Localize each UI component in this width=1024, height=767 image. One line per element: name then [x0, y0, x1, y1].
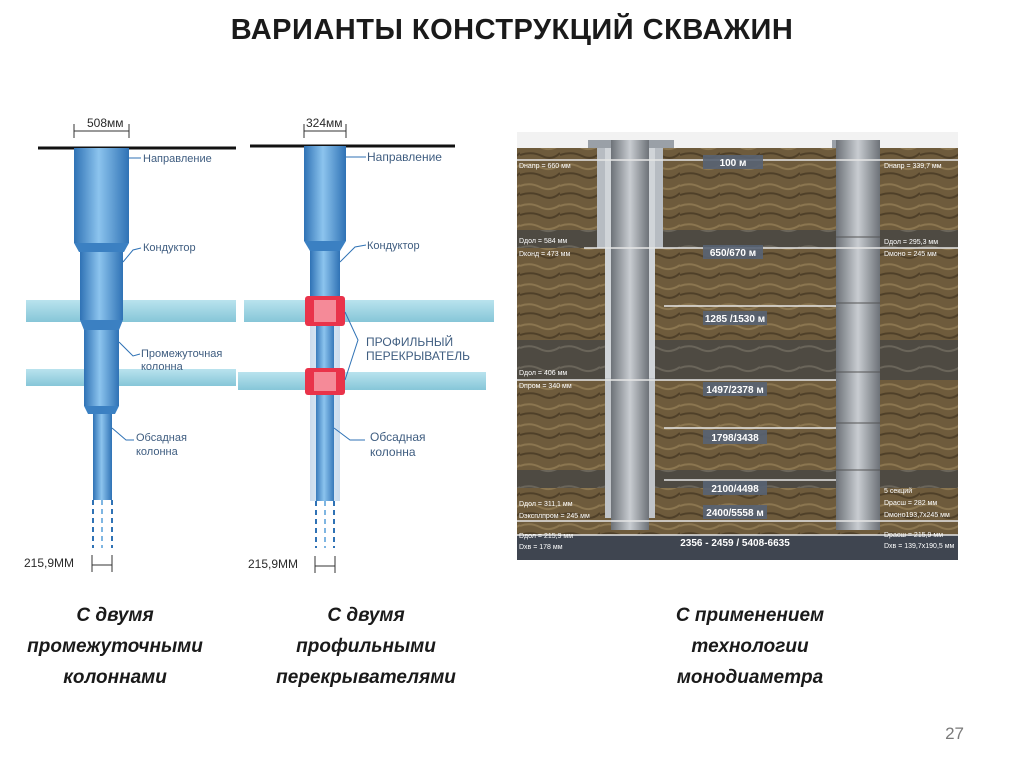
depth-label: 2356 - 2459 / 5408-6635 [680, 538, 790, 549]
top-diameter-label: 508мм [87, 116, 124, 130]
diagram-monodiameter: 100 м 650/670 м 1285 /1530 м 1497/2378 м… [517, 132, 958, 560]
spec-label: 5 секций [884, 487, 912, 495]
slide-title: ВАРИАНТЫ КОНСТРУКЦИЙ СКВАЖИН [230, 14, 794, 46]
label-conductor: Кондуктор [367, 240, 420, 252]
label-casing-1: Обсадная [370, 430, 426, 444]
label-conductor: Кондуктор [143, 242, 196, 254]
spec-label: Dнапр = 339,7 мм [884, 163, 942, 170]
spec-label: Dдол = 295,3 мм [884, 239, 938, 246]
spec-label: Dхв = 139,7х190,5 мм [884, 543, 955, 550]
label-direction: Направление [367, 150, 442, 164]
depth-label: 1798/3438 [711, 433, 759, 444]
direction-pipe [74, 148, 129, 243]
spec-label: Dэксплпром = 245 мм [519, 513, 590, 520]
label-intermediate-2: колонна [141, 361, 184, 373]
intermediate-pipe [84, 330, 119, 406]
spec-label: Dдол = 215,9 мм [519, 533, 573, 540]
label-casing-1: Обсадная [136, 432, 187, 444]
caption-line: монодиаметра [676, 667, 824, 688]
label-casing-2: колонна [370, 445, 416, 459]
caption-line: перекрывателями [276, 667, 456, 688]
label-profile-2: ПЕРЕКРЫВАТЕЛЬ [366, 349, 470, 363]
casing-pipe [93, 414, 112, 500]
spec-label: Dпром = 340 мм [519, 383, 572, 390]
caption-line: С применением [675, 605, 825, 626]
spec-label: Dдол = 584 мм [519, 238, 567, 245]
caption-line: С двумя [327, 605, 405, 626]
diagram-two-profile-packers: 324мм 215,9ММ Направление Кондуктор ПРОФ… [238, 116, 494, 573]
spec-label: Dрасш = 215,9 мм [884, 532, 943, 539]
depth-label: 2400/5558 м [706, 508, 763, 519]
bottom-diameter-label: 215,9ММ [24, 556, 74, 570]
conductor-pipe [80, 252, 123, 320]
caption-right: С применением технологии монодиаметра [630, 600, 870, 693]
direction-pipe [304, 146, 346, 241]
label-direction: Направление [143, 153, 212, 165]
left-well-specs: Dнапр = 660 мм Dдол = 584 мм Dконд = 473… [519, 163, 590, 551]
diagram-two-intermediate-columns: 508мм 215,9ММ Направление Кондуктор Пром… [24, 116, 236, 572]
rock-layer [26, 369, 236, 386]
label-intermediate-1: Промежуточная [141, 348, 222, 360]
spec-label: Dдол = 311,1 мм [519, 501, 573, 508]
caption-line: колоннами [63, 667, 167, 688]
depth-label: 100 м [720, 158, 747, 169]
spec-label: Dрасш = 282 мм [884, 500, 937, 507]
rock-layer [238, 372, 486, 390]
top-diameter-label: 324мм [306, 116, 343, 130]
caption-line: технологии [691, 636, 809, 657]
label-profile-1: ПРОФИЛЬНЫЙ [366, 334, 453, 349]
conductor-casing [597, 148, 605, 248]
rock-layer [26, 300, 236, 322]
depth-label: 2100/4498 [711, 484, 759, 495]
spec-label: Dхв = 178 мм [519, 544, 563, 551]
spec-label: Dдол = 406 мм [519, 370, 567, 377]
spec-label: Dконд = 473 мм [519, 251, 570, 258]
depth-label: 1497/2378 м [706, 385, 763, 396]
label-casing-2: колонна [136, 446, 179, 458]
caption-middle: С двумя профильными перекрывателями [248, 600, 484, 693]
caption-line: С двумя [76, 605, 154, 626]
caption-left: С двумя промежуточными колоннами [0, 600, 230, 693]
caption-line: промежуточными [27, 636, 203, 657]
spec-label: Dнапр = 660 мм [519, 163, 571, 170]
depth-label: 1285 /1530 м [705, 314, 765, 325]
right-well-pipe [836, 140, 880, 530]
page-number: 27 [945, 724, 964, 743]
depth-label: 650/670 м [710, 248, 756, 259]
spec-label: Dмоно193,7х245 мм [884, 512, 950, 519]
rock-layer [244, 300, 494, 322]
bottom-diameter-label: 215,9ММ [248, 557, 298, 571]
left-well-pipe [611, 140, 649, 530]
caption-line: профильными [296, 636, 436, 657]
right-well-specs: Dнапр = 339,7 мм Dдол = 295,3 мм Dмоно =… [884, 163, 955, 550]
spec-label: Dмоно = 245 мм [884, 251, 937, 258]
